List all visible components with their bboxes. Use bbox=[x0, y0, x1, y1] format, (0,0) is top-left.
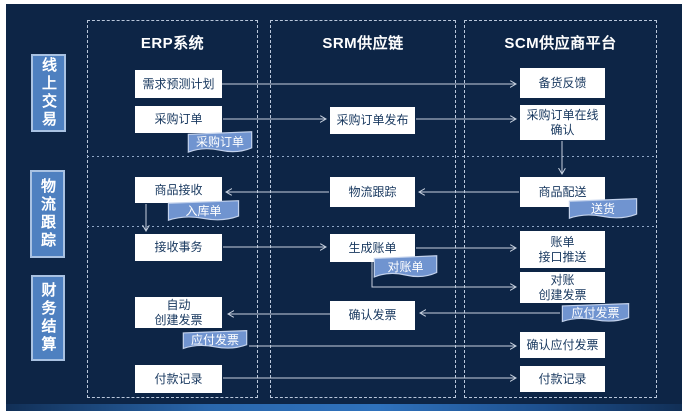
tag-delivery: 送货 bbox=[568, 198, 638, 221]
document-shape-icon bbox=[373, 255, 438, 280]
document-shape-icon bbox=[167, 200, 240, 223]
node-purchase-order: 采购订单 bbox=[135, 106, 222, 133]
node-scm-payment-record: 付款记录 bbox=[520, 366, 605, 392]
row-label-logistics-tracking: 物流跟踪 bbox=[30, 170, 65, 258]
node-po-online-confirm: 采购订单在线 确认 bbox=[520, 105, 605, 140]
node-demand-forecast: 需求预测计划 bbox=[135, 70, 222, 98]
tag-payable-invoice-erp-label: 应付发票 bbox=[190, 332, 239, 347]
node-confirm-invoice: 确认发票 bbox=[330, 301, 415, 330]
node-goods-receipt: 商品接收 bbox=[135, 177, 222, 203]
column-title-srm: SRM供应链 bbox=[322, 35, 404, 52]
node-confirm-payable: 确认应付发票 bbox=[520, 332, 605, 358]
node-erp-payment-record: 付款记录 bbox=[135, 365, 222, 393]
node-bill-push: 账单 接口推送 bbox=[520, 231, 605, 268]
tag-payable-invoice-scm-label: 应付发票 bbox=[571, 305, 620, 320]
document-shape-icon bbox=[561, 303, 630, 324]
node-auto-invoice: 自动 创建发票 bbox=[135, 297, 222, 328]
tag-reconciliation-label: 对账单 bbox=[387, 259, 424, 274]
node-stock-feedback: 备货反馈 bbox=[520, 68, 605, 98]
tag-delivery-label: 送货 bbox=[590, 201, 615, 216]
arrow-generate-bill-to-reconcile-invoice bbox=[371, 262, 516, 287]
node-srm-logistics-tracking: 物流跟踪 bbox=[330, 177, 415, 207]
section-divider-1 bbox=[87, 156, 657, 157]
document-shape-icon bbox=[182, 330, 248, 351]
document-shape-icon bbox=[568, 198, 638, 221]
tag-payable-invoice-erp: 应付发票 bbox=[182, 330, 248, 351]
tag-reconciliation: 对账单 bbox=[373, 255, 438, 280]
row-label-online-trading: 线上交易 bbox=[31, 54, 66, 132]
column-scm: SCM供应商平台 bbox=[464, 20, 657, 398]
tag-payable-invoice-scm: 应付发票 bbox=[561, 303, 630, 324]
column-title-erp: ERP系统 bbox=[140, 35, 205, 52]
tag-inbound-order: 入库单 bbox=[167, 200, 240, 223]
tag-inbound-order-label: 入库单 bbox=[185, 203, 222, 218]
row-label-financial-settlement: 财务结算 bbox=[31, 275, 65, 361]
column-title-scm: SCM供应商平台 bbox=[504, 35, 617, 52]
column-erp: ERP系统 bbox=[87, 20, 258, 398]
tag-purchase-order: 采购订单 bbox=[187, 131, 253, 155]
node-po-publish: 采购订单发布 bbox=[330, 107, 415, 134]
document-shape-icon bbox=[187, 131, 253, 155]
node-reconcile-invoice: 对账 创建发票 bbox=[520, 272, 605, 303]
section-divider-2 bbox=[87, 226, 657, 227]
tag-purchase-order-label: 采购订单 bbox=[195, 135, 244, 149]
node-receipt-transaction: 接收事务 bbox=[135, 234, 222, 261]
column-srm: SRM供应链 bbox=[270, 20, 456, 398]
bottom-accent-bar bbox=[6, 404, 682, 411]
